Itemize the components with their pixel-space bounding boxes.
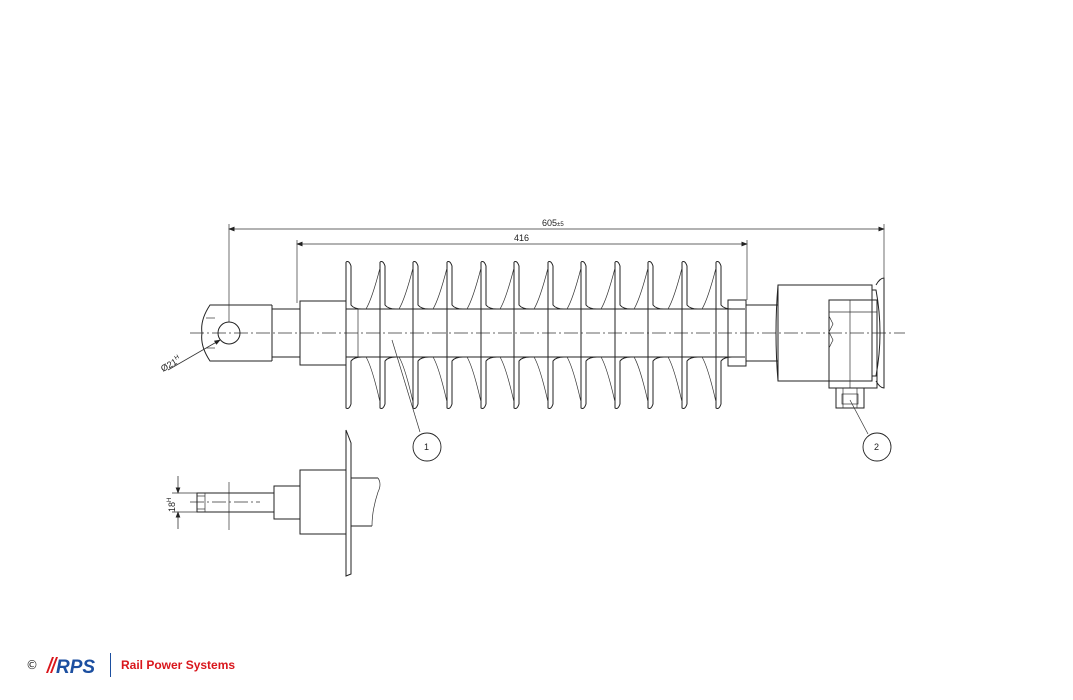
shed — [412, 261, 430, 409]
shed — [547, 261, 565, 409]
rps-logo: RPS Rail Power Systems — [44, 653, 235, 677]
shed-profile — [633, 267, 649, 403]
shed — [715, 261, 733, 409]
shed — [681, 261, 699, 409]
shed — [614, 261, 632, 409]
logo-separator — [110, 653, 111, 677]
stud-end-detail-view: 18H — [167, 429, 381, 577]
clamp-fitting — [775, 277, 885, 409]
svg-text:RPS: RPS — [56, 657, 95, 677]
svg-text:2: 2 — [874, 442, 879, 452]
shed — [379, 261, 397, 409]
shed-profile — [667, 267, 683, 403]
shed-profile — [600, 267, 616, 403]
bolt-head — [835, 387, 865, 409]
shed — [513, 261, 531, 409]
shed — [480, 261, 498, 409]
dimension-stud-diameter: 18H — [167, 498, 177, 512]
shed-profile — [701, 267, 717, 403]
shed-profile — [365, 267, 381, 403]
footer: © RPS Rail Power Systems — [26, 652, 235, 678]
rps-logo-icon: RPS — [46, 657, 95, 677]
shed — [580, 261, 598, 409]
shed-profile — [398, 267, 414, 403]
sheds — [345, 261, 733, 409]
shed-profile — [533, 267, 549, 403]
shed-profile — [499, 267, 515, 403]
shed — [446, 261, 464, 409]
stud — [196, 492, 275, 513]
shed-profile — [432, 267, 448, 403]
svg-text:1: 1 — [424, 442, 429, 452]
dimension-eye-diameter: Ø21H — [159, 339, 221, 374]
shed — [345, 261, 363, 409]
dimension-overall-length: 605±5 — [228, 218, 885, 322]
shed — [647, 261, 665, 409]
copyright-symbol: © — [26, 658, 38, 672]
balloon-2: 2 — [849, 399, 892, 462]
shed-profile — [466, 267, 482, 403]
svg-text:605±5: 605±5 — [542, 218, 564, 228]
shed-profile — [566, 267, 582, 403]
dimension-shed-length: 416 — [296, 233, 748, 303]
insulator-main-view: 605±5 416 Ø21H 1 2 — [159, 218, 905, 462]
svg-text:416: 416 — [514, 233, 529, 243]
company-name: Rail Power Systems — [121, 658, 236, 672]
balloon-1: 1 — [391, 339, 442, 462]
